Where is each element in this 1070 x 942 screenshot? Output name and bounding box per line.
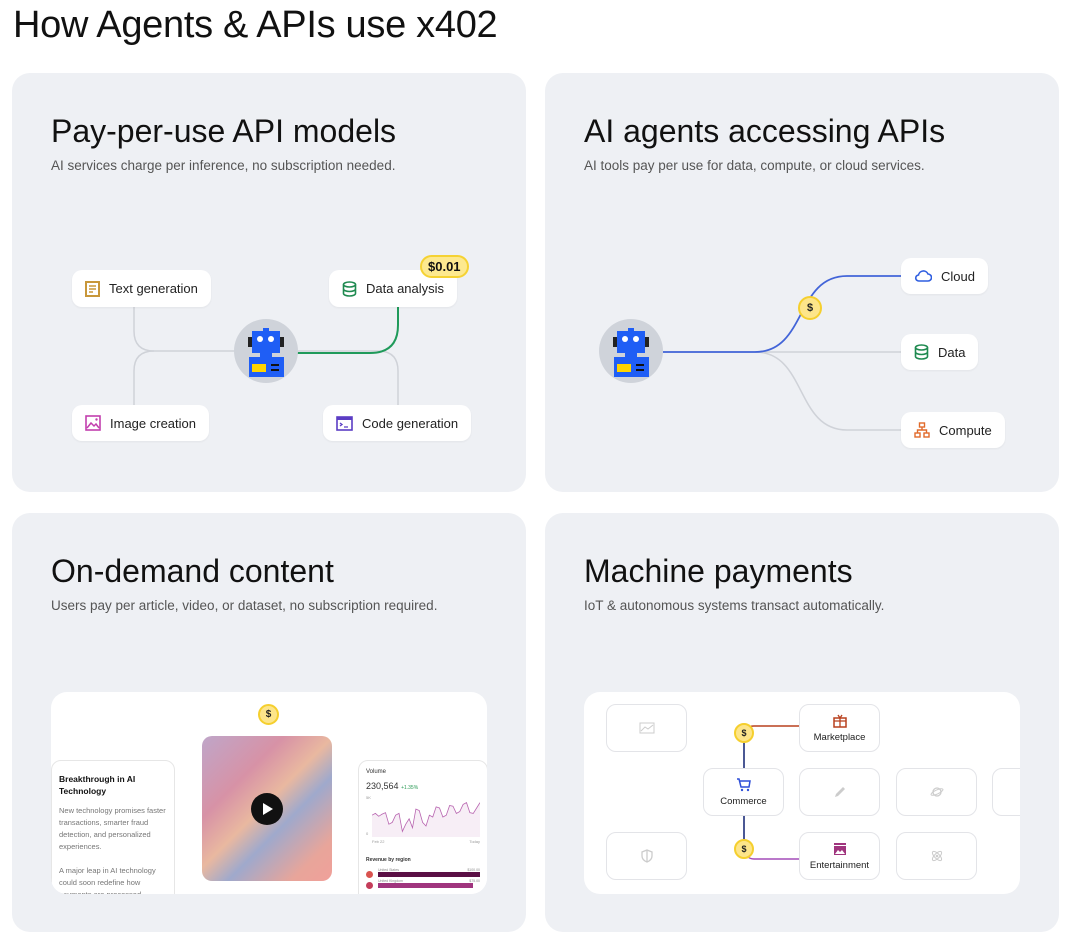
tile-pencil: [799, 768, 880, 816]
article-card[interactable]: Breakthrough in AI Technology New techno…: [51, 760, 175, 894]
coin-icon: $: [798, 296, 822, 320]
region-name: United Kingdom: [378, 879, 403, 883]
node-text-generation: Text generation: [72, 270, 211, 307]
chart-value: 230,564: [366, 781, 399, 791]
article-text: New technology promises faster transacti…: [59, 806, 166, 851]
robot-icon: [248, 328, 284, 377]
region-row: United States $100.00: [366, 868, 480, 878]
x-tick: Feb 22: [372, 839, 385, 844]
tile-partial: [992, 768, 1020, 816]
node-label: Code generation: [362, 415, 459, 431]
node-code-generation: Code generation: [323, 405, 472, 441]
page-title: How Agents & APIs use x402: [13, 4, 498, 46]
coin-icon: $: [734, 839, 754, 859]
region-value: $75.00: [469, 879, 480, 883]
node-label: Data: [938, 344, 966, 360]
tile-commerce[interactable]: Commerce: [703, 768, 784, 816]
planet-icon: [930, 787, 943, 797]
tile-label: Commerce: [720, 795, 767, 807]
y-tick: 5K: [366, 795, 371, 800]
flag-icon: [366, 882, 373, 889]
video-thumbnail[interactable]: [202, 736, 332, 881]
card-subtitle: Users pay per article, video, or dataset…: [51, 598, 438, 613]
node-label: Text generation: [109, 281, 198, 296]
node-cloud: Cloud: [901, 258, 988, 294]
region-name: United States: [378, 868, 400, 872]
node-image-creation: Image creation: [72, 405, 209, 441]
card-subtitle: AI tools pay per use for data, compute, …: [584, 158, 925, 173]
tile-label: Marketplace: [813, 731, 866, 743]
card-title: Machine payments: [584, 553, 853, 589]
tile-atom: [896, 832, 977, 880]
y-tick: 0: [366, 831, 369, 836]
shield-icon: [640, 849, 653, 863]
machine-grid-panel: Marketplace Commerce Entertainment $ $: [584, 692, 1020, 894]
network-icon: [914, 422, 930, 438]
chart-title: Volume: [366, 769, 387, 775]
chart-icon: [639, 722, 654, 734]
cloud-icon: [914, 270, 932, 282]
card-title: On-demand content: [51, 553, 334, 589]
node-label: Cloud: [941, 268, 975, 284]
play-icon: [263, 803, 273, 815]
card-on-demand-content: On-demand content Users pay per article,…: [12, 513, 526, 932]
region-bar: [378, 883, 473, 888]
cart-icon: [737, 777, 751, 791]
robot-icon: [613, 328, 649, 377]
tile-planet: [896, 768, 977, 816]
node-label: Compute: [939, 422, 992, 438]
region-value: $100.00: [467, 868, 480, 872]
node-compute: Compute: [901, 412, 1005, 448]
article-title: Breakthrough in AI Technology: [59, 774, 136, 796]
play-button[interactable]: [251, 793, 283, 825]
content-preview-panel: $ Breakthrough in AI Technology New tech…: [51, 692, 487, 894]
robot-avatar: [599, 319, 663, 383]
price-badge: $0.01: [420, 255, 469, 278]
section-title: Revenue by region: [366, 857, 411, 863]
connector-lines: [133, 307, 399, 405]
image-icon: [85, 415, 101, 431]
robot-avatar: [234, 319, 298, 383]
tile-chart: [606, 704, 687, 752]
pencil-icon: [834, 787, 845, 797]
card-pay-per-use: Pay-per-use API models AI services charg…: [12, 73, 526, 492]
card-ai-agents: AI agents accessing APIs AI tools pay pe…: [545, 73, 1059, 492]
card-subtitle: AI services charge per inference, no sub…: [51, 158, 396, 173]
coin-icon: $: [734, 723, 754, 743]
gift-icon: [832, 714, 847, 728]
node-label: Image creation: [110, 415, 196, 431]
node-label: Data analysis: [366, 281, 445, 296]
volume-chart-card: Volume 230,564 +1.35% 5K 0 Feb 22 Today …: [358, 760, 487, 894]
tile-marketplace[interactable]: Marketplace: [799, 704, 880, 752]
chart-change: +1.35%: [401, 785, 419, 791]
region-bar: [378, 872, 480, 877]
tile-label: Entertainment: [809, 859, 870, 871]
tile-shield: [606, 832, 687, 880]
tile-entertainment[interactable]: Entertainment: [799, 832, 880, 880]
document-icon: [85, 280, 100, 297]
card-title: AI agents accessing APIs: [584, 113, 946, 149]
card-title: Pay-per-use API models: [51, 113, 397, 149]
flag-icon: [366, 871, 373, 878]
node-data: Data: [901, 334, 979, 370]
database-icon: [914, 344, 929, 360]
coin-icon: $: [258, 704, 279, 725]
atom-icon: [931, 850, 942, 862]
x-tick: Today: [469, 839, 480, 844]
card-machine-payments: Machine payments IoT & autonomous system…: [545, 513, 1059, 932]
region-row: United Kingdom $75.00: [366, 879, 480, 889]
terminal-icon: [336, 415, 353, 431]
article-text: A major leap in AI technology could soon…: [59, 866, 156, 894]
volume-area: [372, 802, 480, 837]
database-icon: [342, 280, 357, 297]
volume-series-line: [372, 802, 480, 833]
media-icon: [833, 842, 846, 855]
card-subtitle: IoT & autonomous systems transact automa…: [584, 598, 885, 613]
volume-line: [372, 802, 480, 837]
